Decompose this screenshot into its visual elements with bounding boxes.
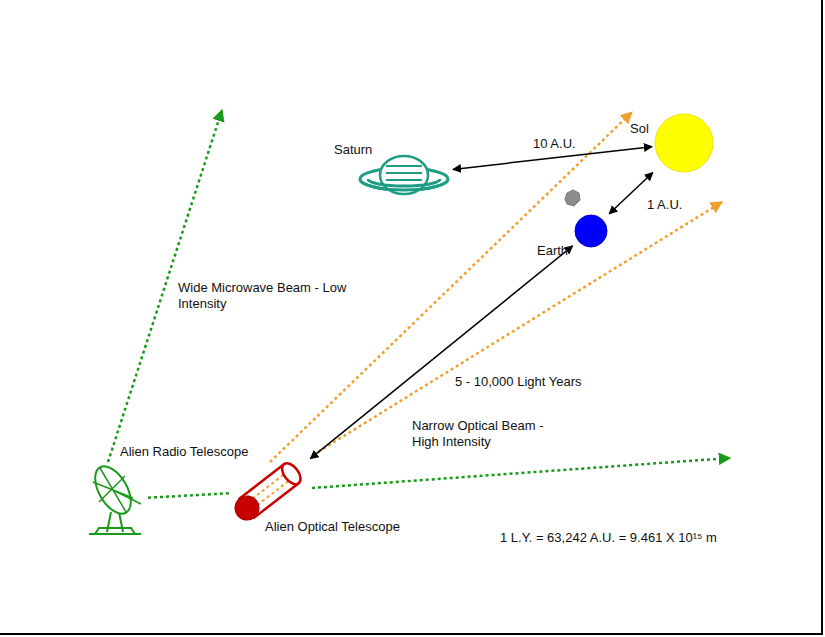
annotation: 1 L.Y. = 63,242 A.U. = 9.461 X 10¹⁵ m bbox=[500, 530, 717, 546]
radio-telescope: Alien Radio Telescope bbox=[85, 462, 145, 537]
node-label: Sol bbox=[630, 121, 649, 137]
planet-earth: Earth bbox=[575, 215, 607, 247]
planet-ring bbox=[360, 179, 448, 190]
moon bbox=[565, 190, 580, 206]
planet-band bbox=[386, 165, 422, 167]
microwave-beam bbox=[148, 493, 230, 497]
node-label: Alien Optical Telescope bbox=[265, 519, 400, 535]
star-sun: Sol bbox=[655, 114, 713, 172]
annotation: Wide Microwave Beam - Low Intensity bbox=[178, 280, 350, 312]
body-circle bbox=[575, 215, 607, 247]
optical-beam bbox=[318, 202, 722, 452]
planet-saturn: Saturn bbox=[358, 152, 450, 198]
tube-back bbox=[230, 491, 264, 525]
node-label: Earth bbox=[537, 243, 568, 259]
microwave-beam bbox=[108, 110, 730, 488]
radio-dish bbox=[88, 460, 141, 534]
distance-label: 5 - 10,000 Light Years bbox=[453, 374, 584, 390]
tube-aperture bbox=[278, 460, 304, 488]
node-label: Alien Radio Telescope bbox=[120, 444, 248, 460]
distance-label: 1 A.U. bbox=[645, 197, 684, 213]
radio-telescope-shape bbox=[85, 462, 145, 537]
planet-earth-shape bbox=[575, 215, 607, 247]
planet-band bbox=[386, 172, 422, 174]
dish-rib bbox=[93, 468, 141, 512]
dish-mount bbox=[89, 512, 141, 534]
frame-line bbox=[0, 633, 823, 635]
optical-tube bbox=[230, 460, 304, 525]
distance-arrow bbox=[310, 246, 572, 459]
distance-label: 10 A.U. bbox=[531, 136, 578, 152]
optical-telescope: Alien Optical Telescope bbox=[233, 460, 308, 522]
microwave-beam bbox=[312, 458, 730, 488]
annotation: Narrow Optical Beam - High Intensity bbox=[412, 418, 572, 450]
star-sun-shape bbox=[655, 114, 713, 172]
planet-saturn-shape bbox=[358, 152, 450, 198]
frame-line bbox=[821, 0, 823, 635]
optical-telescope-shape bbox=[233, 460, 308, 522]
node-label: Saturn bbox=[334, 142, 372, 158]
body-circle bbox=[655, 114, 713, 172]
planet-band bbox=[386, 179, 422, 181]
